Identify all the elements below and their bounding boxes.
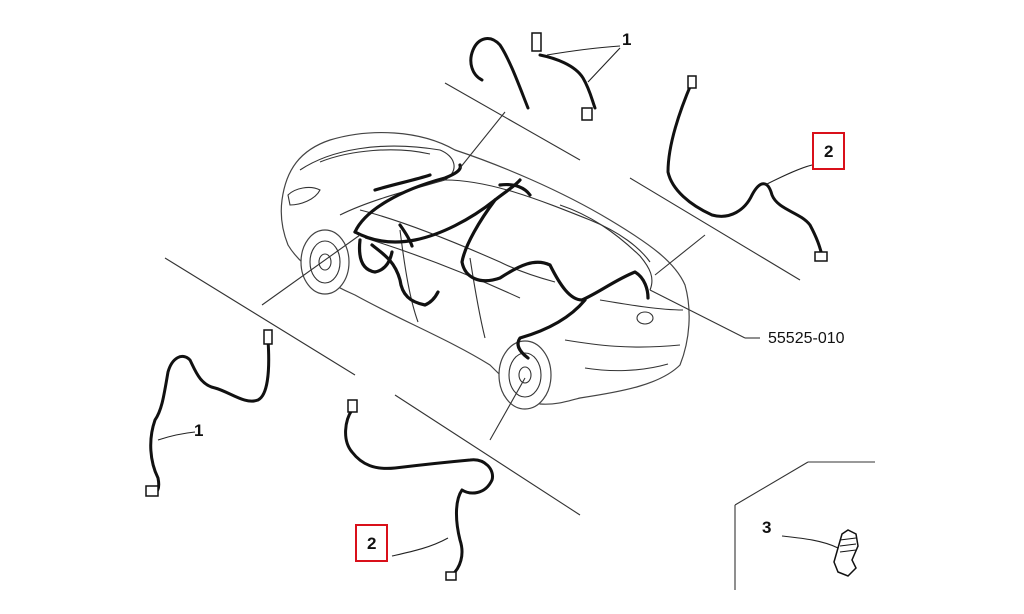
wheel-speed-sensor-icon bbox=[344, 399, 495, 581]
wheel-speed-sensor-icon bbox=[469, 32, 621, 121]
callout-item-2-right: 2 bbox=[812, 132, 846, 170]
wiring-harness bbox=[353, 163, 650, 360]
callout-item-2-bottom: 2 bbox=[355, 524, 389, 562]
callout-item-3-bolt: 3 bbox=[762, 518, 772, 537]
wheel-speed-sensor-icon bbox=[666, 75, 828, 262]
bolt-icon bbox=[781, 529, 859, 577]
leader-lines bbox=[164, 82, 875, 590]
car-outline-icon bbox=[280, 131, 690, 410]
callout-item-1-left: 1 bbox=[194, 421, 204, 440]
callout-item-1-top: 1 bbox=[622, 30, 632, 49]
wheel-speed-sensor-icon bbox=[145, 329, 273, 497]
part-number-label: 55525-010 bbox=[768, 330, 845, 347]
